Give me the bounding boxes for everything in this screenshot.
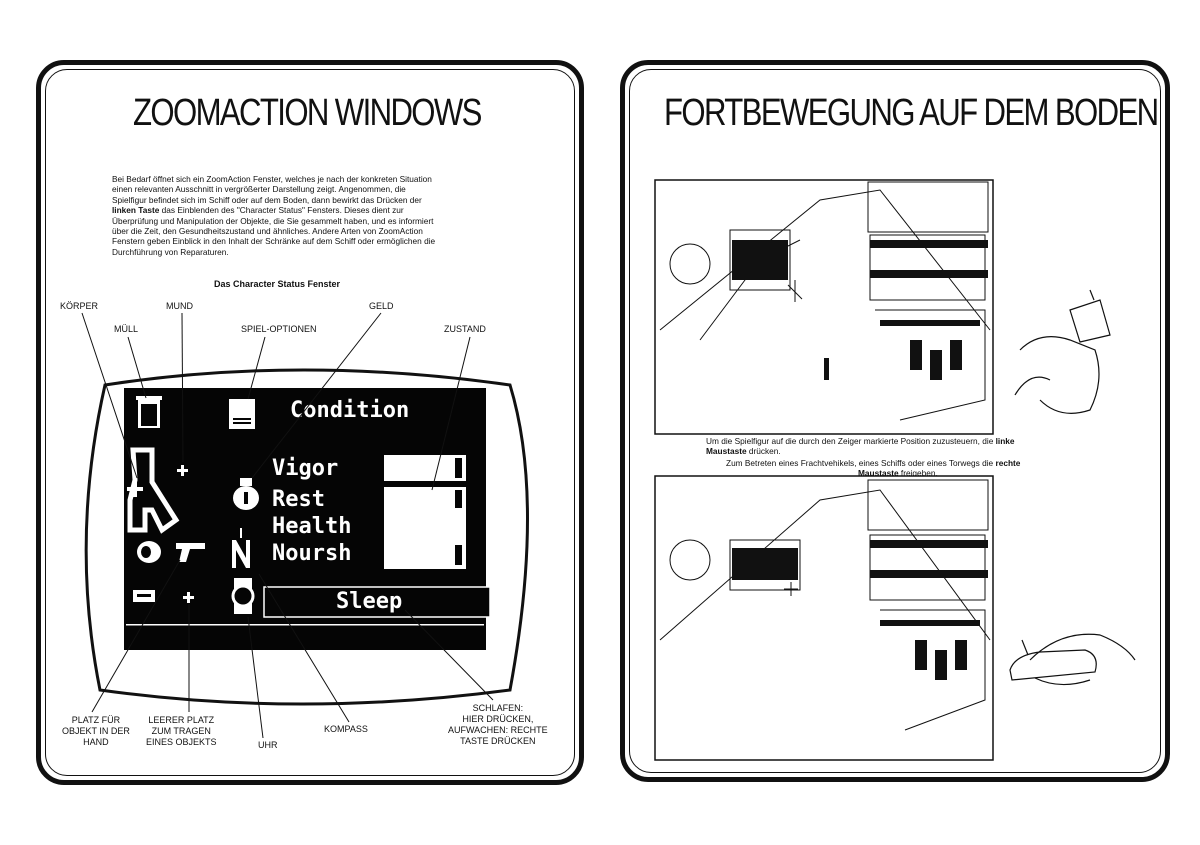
intro-bold: linken Taste — [112, 205, 160, 216]
caption-left-click: Um die Spielfigur auf die durch den Zeig… — [706, 436, 1015, 446]
label-muell: MÜLL — [114, 324, 139, 334]
intro-line: Fenstern geben Einblick in den Inhalt de… — [112, 236, 436, 247]
label-uhr: UHR — [258, 740, 278, 750]
condition-heading: Condition — [290, 398, 410, 423]
caption-left-click-2: Maustaste drücken. — [706, 446, 781, 456]
label-mund: MUND — [166, 301, 193, 311]
intro-line: linken Taste das Einblenden des "Charact… — [112, 205, 404, 216]
caption-right-release-2: Maustaste freigeben. — [858, 468, 938, 478]
label-kompass: KOMPASS — [324, 724, 368, 734]
intro-line: Spielfigur befindet sich im Schiff oder … — [112, 194, 422, 205]
fortbewegung-title: FORTBEWEGUNG AUF DEM BODEN — [664, 92, 1159, 134]
label-geld: GELD — [369, 301, 394, 311]
sleep-button[interactable]: Sleep — [336, 589, 403, 614]
intro-line: Durchführung von Reparaturen. — [112, 246, 229, 257]
caption-right-release: Zum Betreten eines Frachtvehikels, eines… — [726, 458, 1021, 468]
intro-line: Bei Bedarf öffnet sich ein ZoomAction Fe… — [112, 174, 432, 184]
vigor-label: Vigor — [272, 456, 339, 481]
rest-label: Rest — [272, 487, 325, 512]
label-zustand: ZUSTAND — [444, 324, 486, 334]
intro-line: über die Zeit, den Gesundheitszustand un… — [112, 226, 423, 237]
label-koerper: KÖRPER — [60, 301, 99, 311]
intro-line: einen relevanten Ausschnitt in vergrößer… — [112, 184, 406, 195]
zoomaction-title: ZOOMACTION WINDOWS — [133, 92, 482, 134]
noursh-label: Noursh — [272, 541, 352, 566]
health-label: Health — [272, 514, 352, 539]
intro-paragraph: Bei Bedarf öffnet sich ein ZoomAction Fe… — [112, 174, 512, 257]
label-spiel-optionen: SPIEL-OPTIONEN — [241, 324, 317, 334]
character-status-subtitle: Das Character Status Fenster — [214, 279, 341, 289]
intro-line: Überprüfung und Manipulation der Objekte… — [112, 215, 434, 226]
